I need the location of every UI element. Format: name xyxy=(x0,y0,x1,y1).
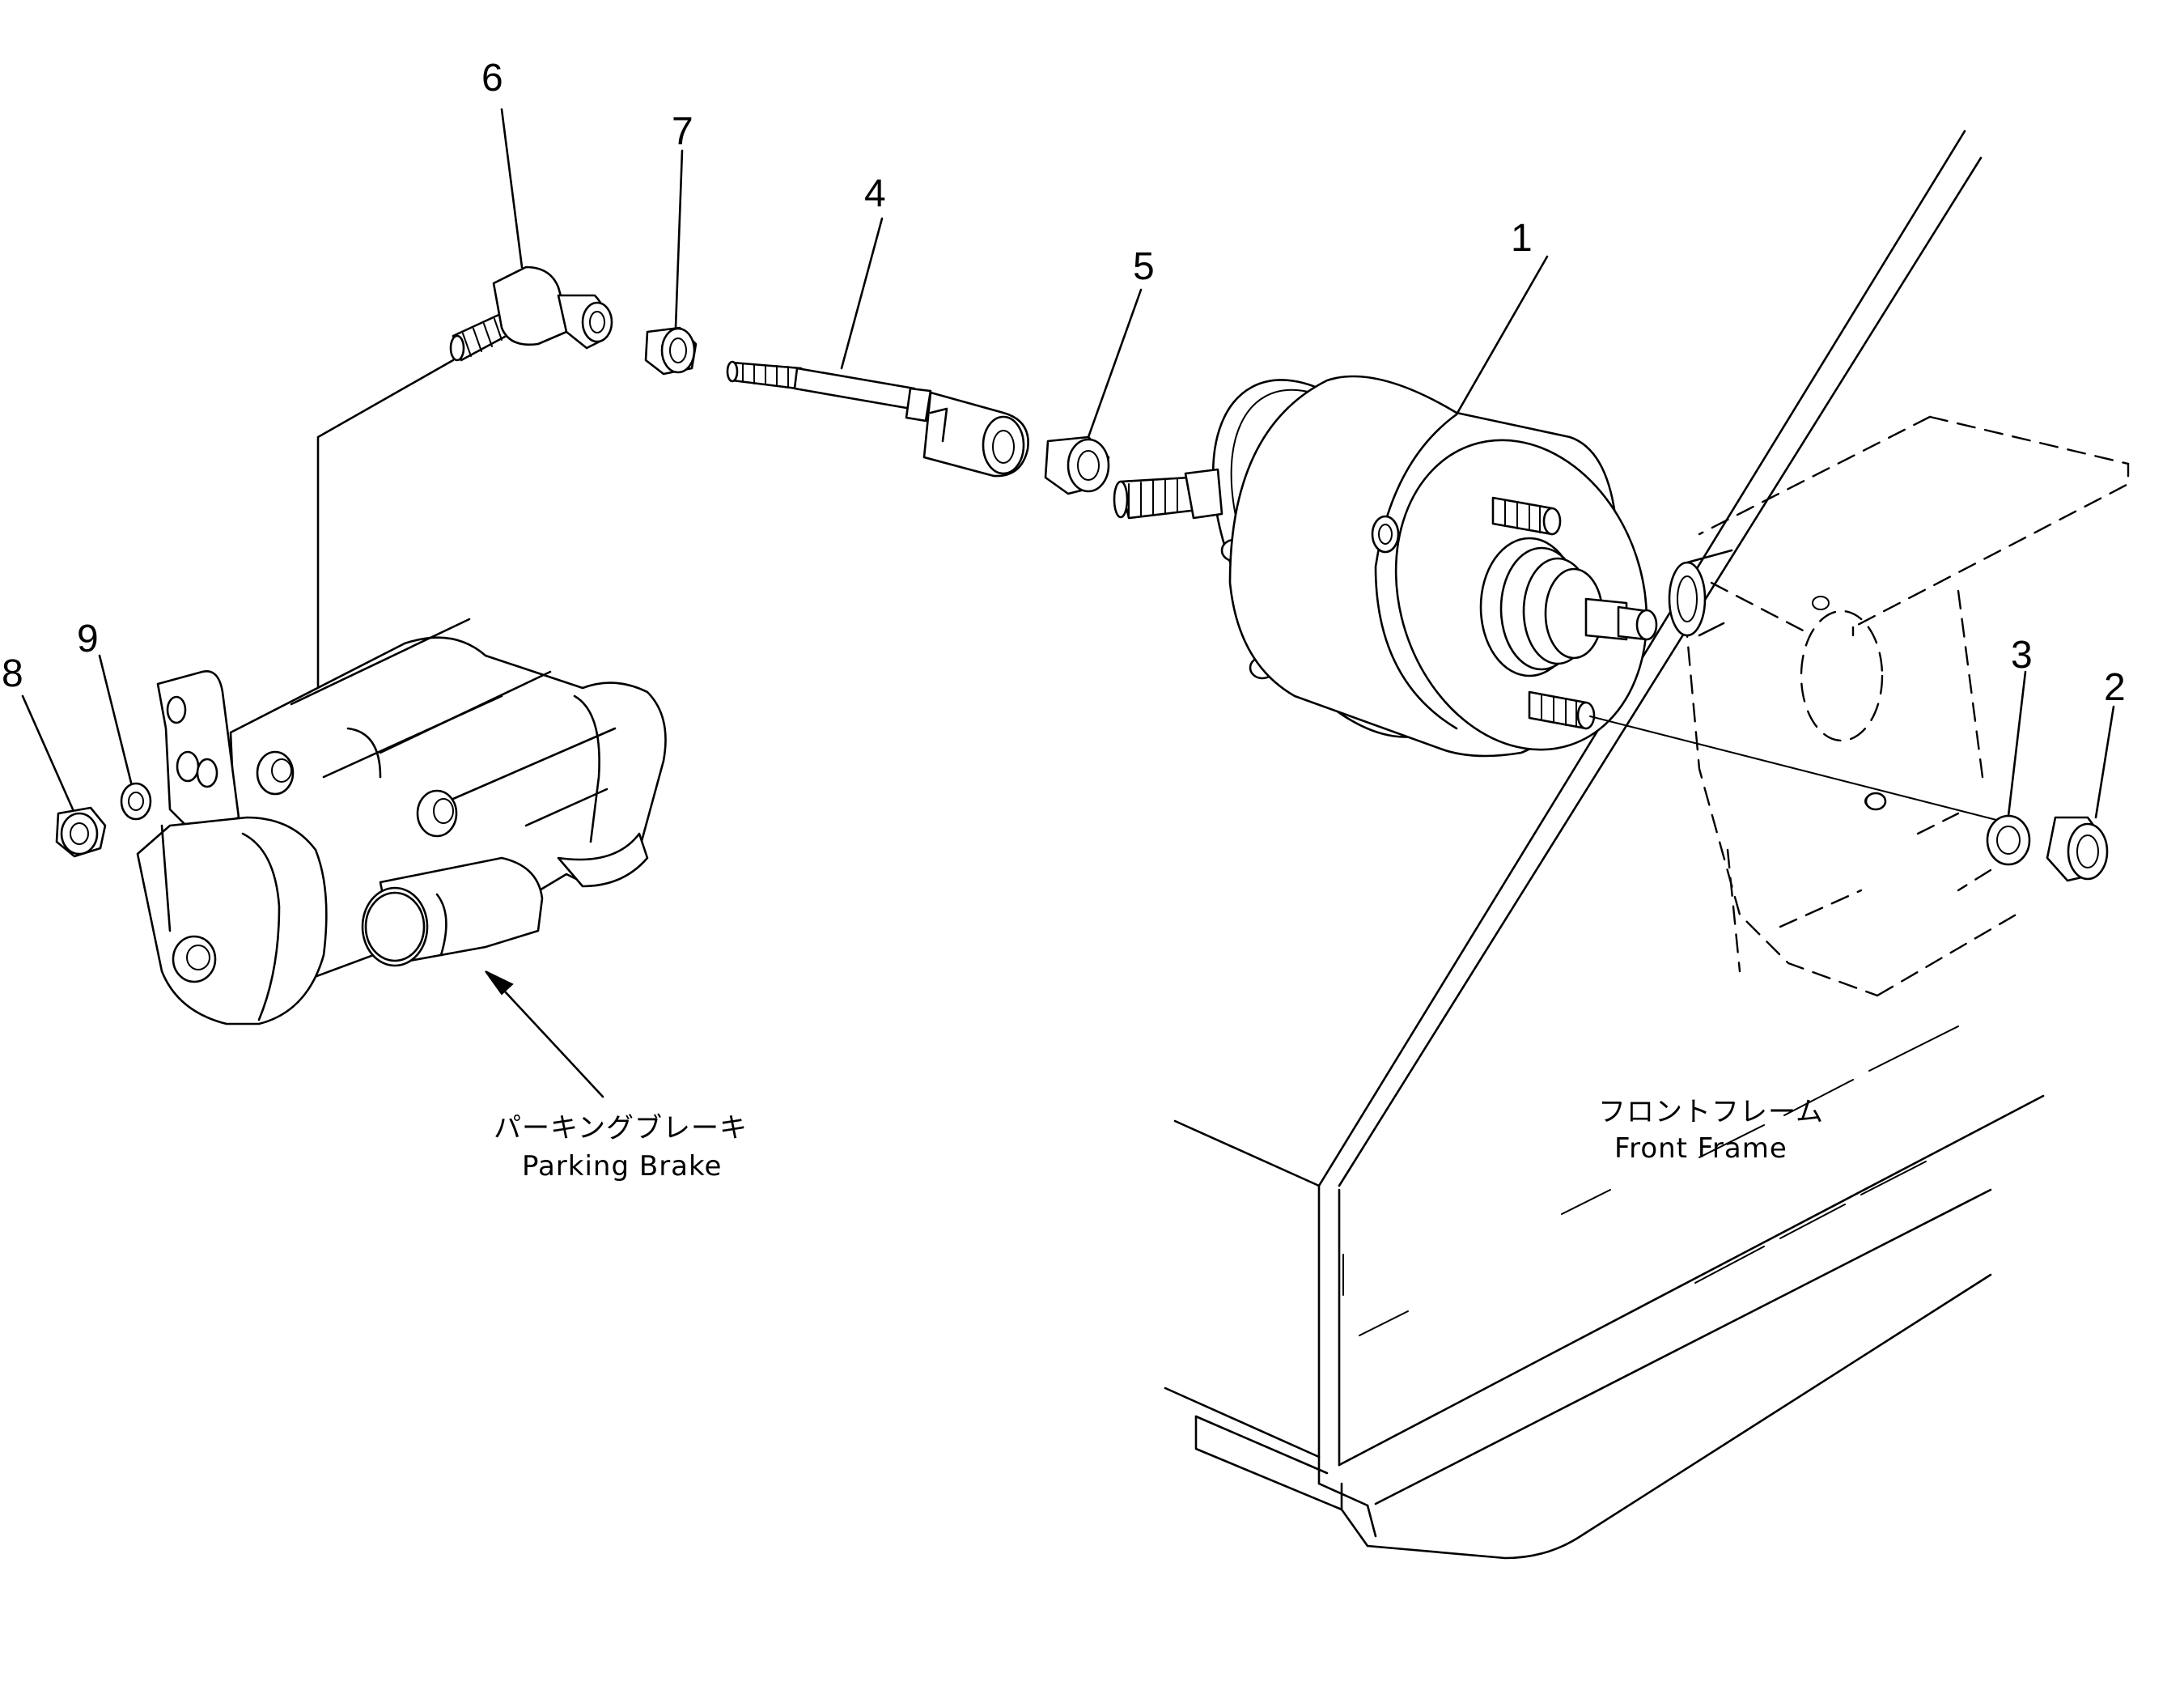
label-front-frame-en: Front Frame xyxy=(1614,1132,1787,1165)
callout-7: 7 xyxy=(672,110,693,153)
callout-5: 5 xyxy=(1133,245,1155,288)
callout-8: 8 xyxy=(2,652,23,695)
leader-9 xyxy=(98,654,133,784)
part-8-nut xyxy=(55,806,107,858)
leader-7 xyxy=(674,149,684,329)
part-7-nut xyxy=(644,326,698,376)
leader-6 xyxy=(500,108,524,269)
leader-2 xyxy=(2094,705,2115,819)
mount-bracket-hidden xyxy=(1681,415,2130,997)
leader-8 xyxy=(21,694,74,811)
label-front-frame-jp: フロントフレーム xyxy=(1598,1096,1824,1128)
leader-1 xyxy=(1455,255,1549,416)
callout-4: 4 xyxy=(864,172,886,215)
leader-5 xyxy=(1087,288,1143,439)
callout-1: 1 xyxy=(1511,217,1533,260)
axis-hole xyxy=(1864,792,1887,811)
callout-6: 6 xyxy=(481,57,503,100)
leader-3 xyxy=(2007,670,2027,817)
callout-2: 2 xyxy=(2104,666,2126,709)
part-5-nut xyxy=(1044,435,1110,495)
label-parking-brake-en: Parking Brake xyxy=(522,1150,722,1183)
callout-numbers: 1 2 3 4 5 6 7 8 9 xyxy=(2,57,2126,709)
assembly-axis-line xyxy=(1589,715,2004,822)
part-4-rod xyxy=(726,360,1029,478)
parking-brake-assembly xyxy=(136,618,667,1025)
text-labels: パーキングブレーキ Parking Brake フロントフレーム Front F… xyxy=(494,1096,1824,1183)
leader-lines xyxy=(21,108,2115,1098)
leader-4 xyxy=(840,217,884,370)
part-6-ball-joint xyxy=(449,265,613,362)
arrowhead-parking-brake xyxy=(485,970,514,996)
front-frame xyxy=(1164,130,2045,1560)
callout-3: 3 xyxy=(2011,634,2033,677)
part-1-brake-chamber xyxy=(1113,375,1733,758)
part-2-nut xyxy=(2046,816,2109,882)
label-parking-brake-jp: パーキングブレーキ xyxy=(494,1112,748,1144)
part-6-mount-line xyxy=(316,359,455,706)
part-3-washer xyxy=(1986,814,2031,866)
callout-9: 9 xyxy=(77,618,99,660)
leader-parking-brake xyxy=(492,978,604,1098)
part-9-washer xyxy=(120,782,152,821)
